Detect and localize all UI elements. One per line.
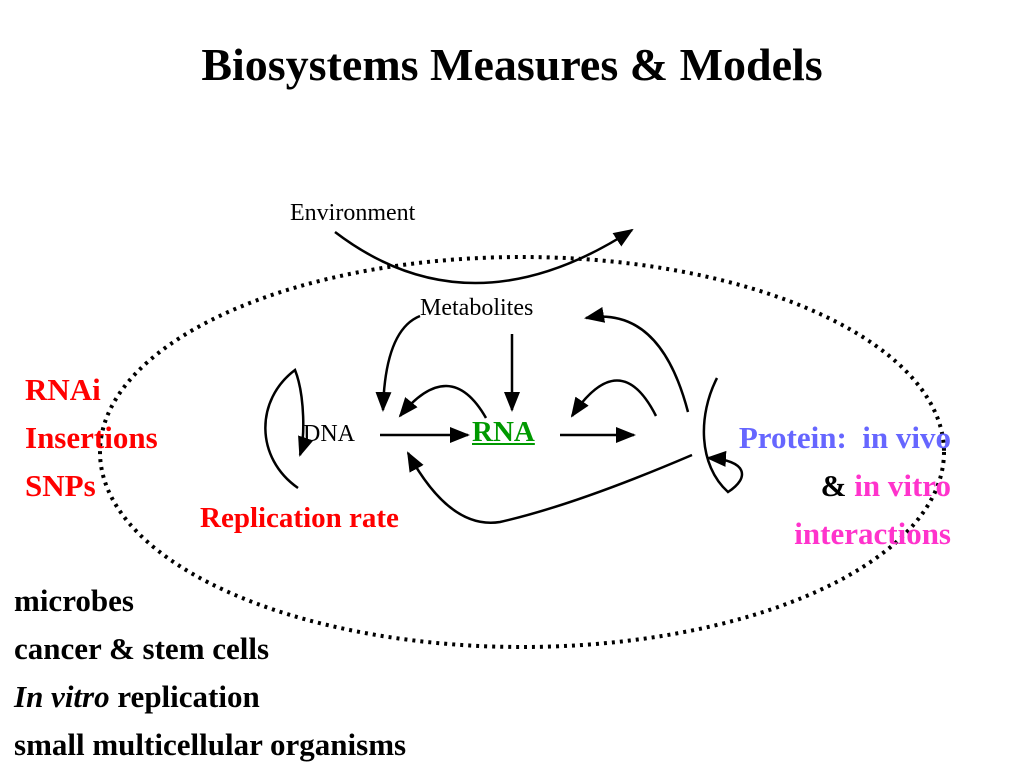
protein-metabolites-arrow	[584, 307, 690, 413]
protein-self-loop	[702, 377, 744, 494]
environment-label: Environment	[290, 200, 416, 226]
insertions-item: Insertions	[25, 420, 158, 455]
in-vitro-line: & in vitro	[739, 462, 951, 510]
in-vitro-replication-item: In vitro replication	[14, 673, 406, 721]
in-vivo-label: in vivo	[862, 420, 951, 455]
in-vitro-label: in vitro	[854, 468, 951, 503]
dna-label: DNA	[303, 421, 355, 447]
model-systems-list: microbes cancer & stem cells In vitro re…	[14, 577, 406, 769]
cancer-stem-cells-item: cancer & stem cells	[14, 631, 270, 666]
protein-label: Protein:	[738, 420, 847, 455]
rna-to-dna-feedback-arrow	[398, 384, 488, 419]
snps-item: SNPs	[25, 468, 96, 503]
interactions-label: interactions	[794, 516, 951, 551]
replication-text: replication	[109, 679, 260, 714]
cell-boundary-ellipse	[98, 255, 946, 649]
replication-rate-label: Replication rate	[200, 502, 399, 534]
microbes-item: microbes	[14, 583, 134, 618]
metabolites-to-dna-arrow	[375, 314, 421, 412]
multicellular-organisms-item: small multicellular organisms	[14, 727, 407, 762]
rnai-item: RNAi	[25, 372, 101, 407]
protein-to-dna-feedback-arrow	[406, 451, 693, 524]
metabolites-label: Metabolites	[420, 295, 534, 321]
protein-to-rna-feedback-arrow	[570, 379, 658, 418]
protein-block: Protein: in vivo & in vitro interactions	[739, 414, 951, 558]
environment-arrow	[334, 228, 634, 285]
dna-self-loop	[264, 368, 314, 490]
slide-title: Biosystems Measures & Models	[201, 39, 823, 90]
amp-label: &	[820, 468, 847, 503]
protein-line: Protein: in vivo	[739, 414, 951, 462]
perturbations-list: RNAi Insertions SNPs	[25, 366, 158, 510]
in-vitro-italic: In vitro	[14, 679, 110, 714]
rna-label: RNA	[472, 416, 535, 448]
